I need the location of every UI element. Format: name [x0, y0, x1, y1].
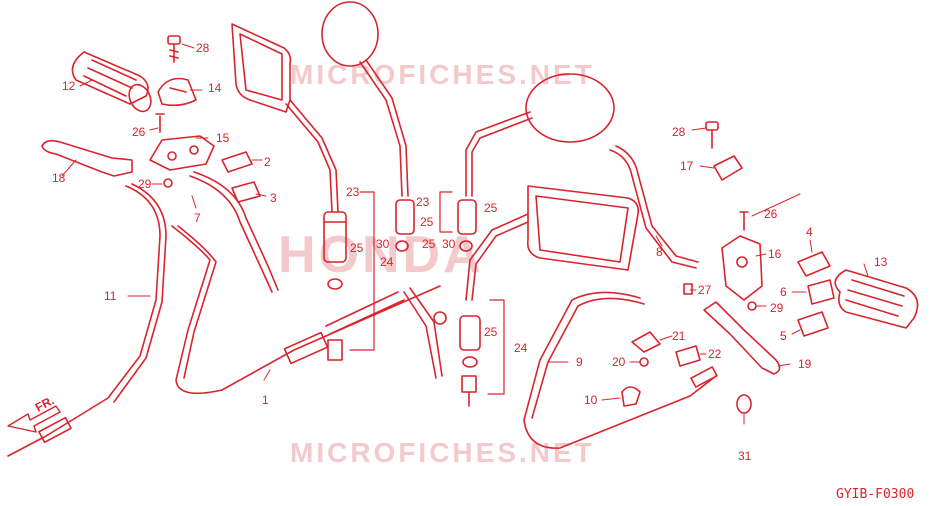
callout-13: 13 — [874, 255, 888, 269]
callout-24-right: 24 — [514, 341, 528, 355]
watermarks: MICROFICHES.NET HONDA MICROFICHES.NET — [278, 59, 595, 468]
brake-switch-wire-part — [609, 145, 699, 269]
callout-2: 2 — [264, 155, 271, 169]
callout-25-c: 25 — [484, 201, 498, 215]
screw-26-left-part — [155, 113, 165, 133]
callout-26-left: 26 — [132, 125, 146, 139]
front-brake-cable-part — [523, 291, 718, 449]
callout-23-right: 23 — [416, 195, 430, 209]
switch-cover-part — [157, 77, 197, 107]
switch-17-part — [713, 155, 743, 181]
callout-brackets — [349, 191, 505, 395]
callout-25-b: 25 — [420, 215, 434, 229]
callout-16: 16 — [768, 247, 782, 261]
switch-2-part — [221, 151, 253, 173]
right-grip-part — [834, 269, 919, 329]
switch-3-part — [231, 181, 261, 203]
front-direction-label: FR. — [33, 393, 57, 414]
callout-9: 9 — [576, 355, 583, 369]
cover-22-part — [675, 345, 701, 367]
callout-17: 17 — [680, 159, 694, 173]
callout-18: 18 — [52, 171, 66, 185]
adaptor-stack-right-part — [457, 199, 481, 407]
watermark-site-top: MICROFICHES.NET — [290, 59, 595, 90]
screw-20-part — [639, 357, 649, 367]
callout-numbers: 1 2 3 4 5 6 7 8 9 10 11 12 13 14 15 16 1… — [52, 41, 888, 463]
screw-28-right-part — [705, 121, 719, 149]
callout-3: 3 — [270, 191, 277, 205]
clutch-cable-part — [7, 183, 167, 457]
callout-25-e: 25 — [422, 237, 436, 251]
callout-11: 11 — [104, 289, 117, 303]
adaptor-stack-left-part — [323, 211, 347, 361]
screw-26-right-part — [739, 211, 749, 231]
leader-lines — [61, 43, 869, 425]
callout-4: 4 — [806, 225, 813, 239]
master-cylinder-part — [721, 235, 763, 301]
right-mirror-part — [465, 185, 640, 301]
callout-8: 8 — [656, 245, 663, 259]
left-mirror-part — [231, 23, 339, 213]
switch-6-part — [807, 279, 835, 305]
callout-28-left: 28 — [196, 41, 210, 55]
callout-25-d: 25 — [484, 325, 498, 339]
round-mirror-left-part — [321, 1, 409, 197]
callout-5: 5 — [780, 329, 787, 343]
callout-20: 20 — [612, 355, 626, 369]
callout-31: 31 — [738, 449, 752, 463]
callout-22: 22 — [708, 347, 722, 361]
watermark-site-bottom: MICROFICHES.NET — [290, 437, 595, 468]
callout-29-left: 29 — [138, 177, 152, 191]
callout-6: 6 — [780, 285, 787, 299]
round-mirror-right-part — [465, 73, 615, 197]
callout-12: 12 — [62, 79, 76, 93]
screw-28-left-part — [167, 35, 181, 63]
callout-25-a: 25 — [350, 241, 364, 255]
callout-1: 1 — [262, 393, 269, 407]
front-direction-arrow: FR. — [7, 393, 61, 433]
screw-27-part — [683, 283, 693, 295]
watermark-brand: HONDA — [278, 226, 484, 284]
callout-24-left: 24 — [380, 255, 394, 269]
nut-29-right-part — [747, 301, 757, 311]
switch-wire-part — [189, 171, 279, 293]
adaptor-stack-center-part — [395, 199, 415, 252]
clutch-lever-part — [41, 139, 133, 177]
callout-15: 15 — [216, 131, 230, 145]
nut-29-left-part — [163, 178, 173, 188]
throttle-cable-part — [171, 225, 447, 395]
callout-23-left: 23 — [346, 185, 360, 199]
callout-30-right: 30 — [442, 237, 456, 251]
lever-holder-part — [149, 135, 215, 171]
diagram-code: GYIB-F0300 — [836, 487, 914, 502]
callout-21: 21 — [672, 329, 686, 343]
callout-26-right: 26 — [764, 207, 778, 221]
callout-29-right: 29 — [770, 301, 784, 315]
switch-5-part — [797, 311, 829, 337]
callout-19: 19 — [798, 357, 812, 371]
callout-14: 14 — [208, 81, 222, 95]
holder-21-part — [631, 331, 661, 353]
left-grip-part — [71, 51, 152, 113]
callout-27: 27 — [698, 283, 712, 297]
callout-7: 7 — [194, 211, 201, 225]
callout-30-left: 30 — [376, 237, 390, 251]
spring-31-part — [736, 394, 752, 414]
callout-10: 10 — [584, 393, 598, 407]
brake-lever-part — [703, 301, 781, 375]
holder-10-part — [621, 386, 641, 407]
switch-4-part — [797, 251, 831, 277]
callout-28-right: 28 — [672, 125, 686, 139]
